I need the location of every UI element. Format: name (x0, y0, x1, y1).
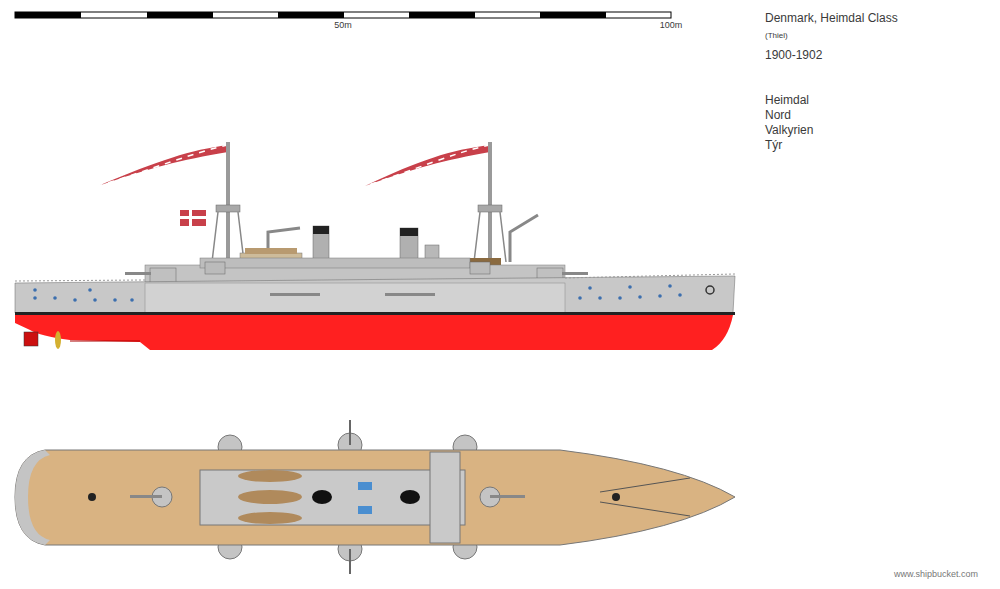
ship-name: Nord (765, 109, 791, 123)
designer-note: (Thiel) (765, 31, 788, 40)
ship-name: Heimdal (765, 94, 809, 108)
date-range: 1900-1902 (765, 49, 822, 63)
scale-bar (15, 12, 671, 18)
class-title: Denmark, Heimdal Class (765, 12, 898, 26)
scale-label: 50m (334, 20, 352, 30)
ship-name: Týr (765, 139, 782, 153)
ship-name: Valkyrien (765, 124, 813, 138)
top-view (15, 420, 735, 574)
scale-label: 100m (660, 20, 683, 30)
watermark: www.shipbucket.com (894, 569, 978, 579)
side-view (15, 142, 735, 350)
